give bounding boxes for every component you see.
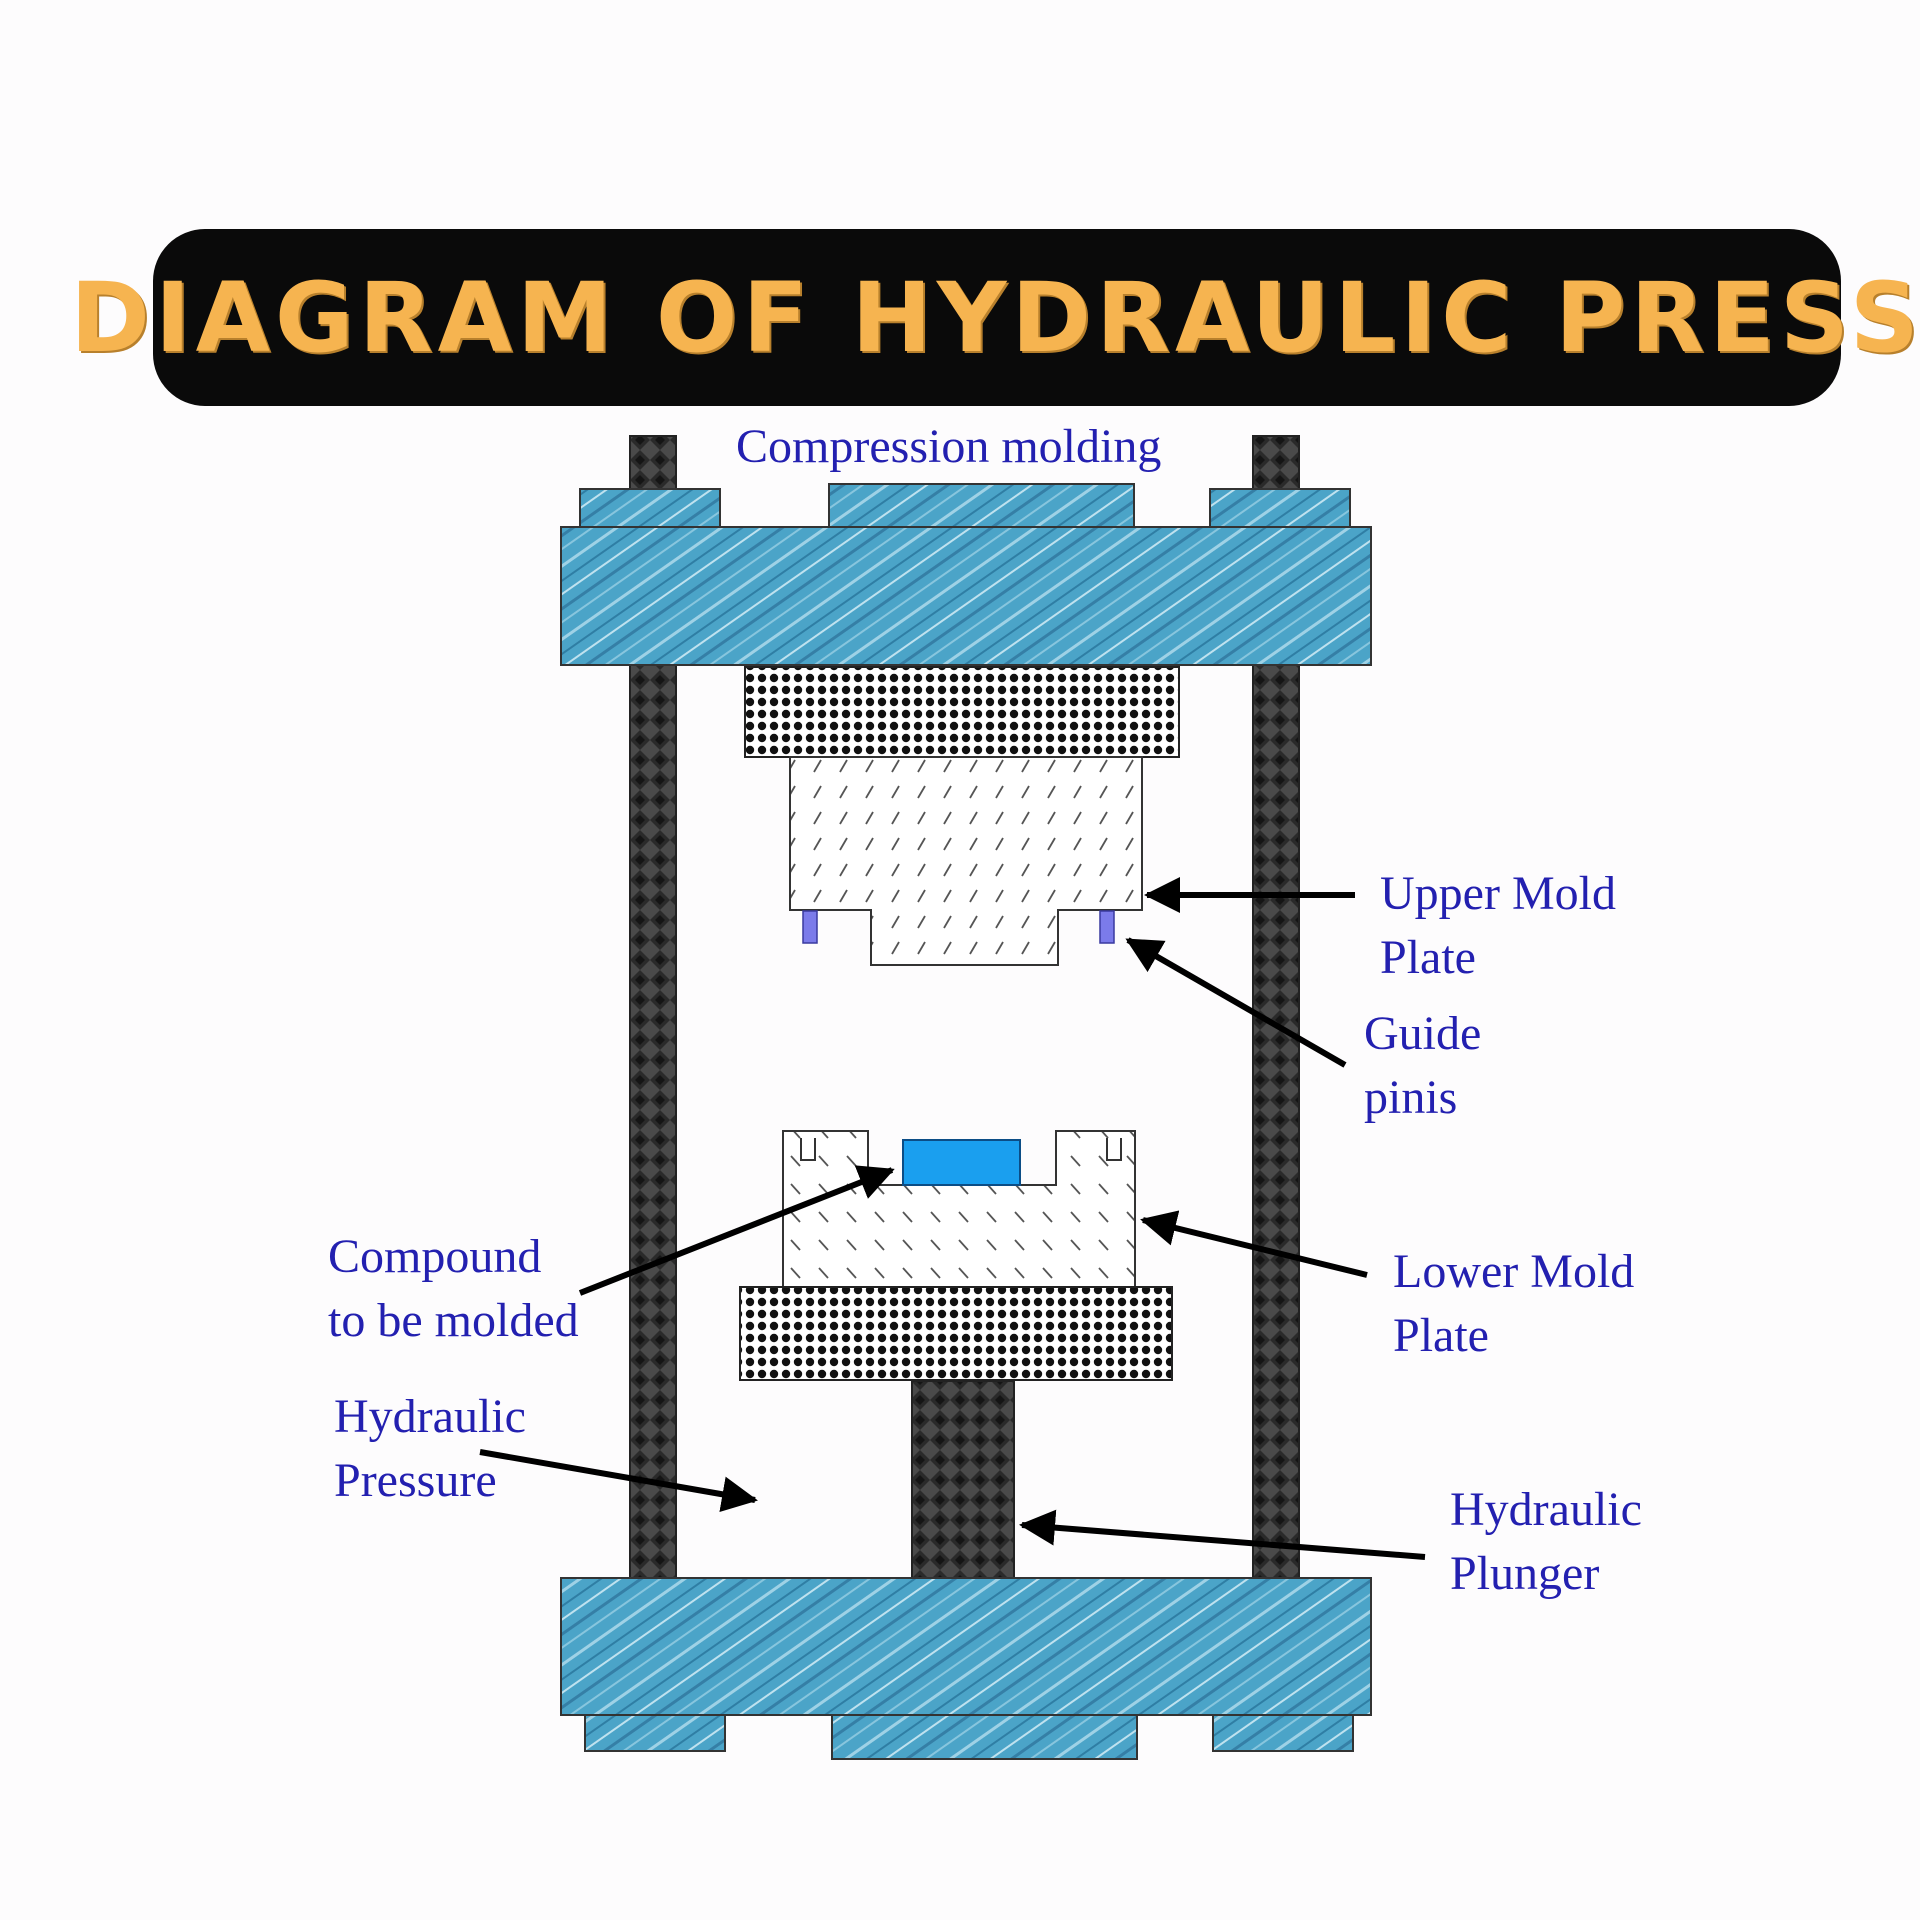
hydraulic-plunger <box>911 1380 1015 1582</box>
title-banner: DIAGRAM OF HYDRAULIC PRESS <box>70 229 1919 406</box>
bottom-foot-right <box>1212 1714 1354 1752</box>
label-line: to be molded <box>328 1294 579 1347</box>
guide-pin-left <box>802 910 818 944</box>
guide-hole-left <box>800 1138 816 1161</box>
arrow-hydraulic-pressure <box>479 1449 758 1513</box>
arrow-guide-pins <box>1125 937 1347 1068</box>
label-line: pinis <box>1364 1071 1458 1124</box>
label-line: Plate <box>1393 1309 1489 1362</box>
label-line: Plate <box>1380 931 1476 984</box>
label-line: Guide <box>1364 1007 1482 1060</box>
label-line: Upper Mold <box>1380 867 1616 920</box>
label-line: Compound <box>328 1230 542 1283</box>
label-line: Plunger <box>1450 1547 1600 1600</box>
label-line: Lower Mold <box>1393 1245 1635 1298</box>
bottom-foot-left <box>584 1714 726 1752</box>
upper-mold-plate <box>789 756 1143 966</box>
label-line: Hydraulic <box>1450 1483 1642 1536</box>
guide-pin-right <box>1099 910 1115 944</box>
label-compound: Compound to be molded <box>328 1225 579 1353</box>
label-upper-mold-plate: Upper Mold Plate <box>1380 862 1616 990</box>
caption-compression-molding: Compression molding <box>736 420 1162 473</box>
arrow-compound <box>578 1165 895 1296</box>
arrow-lower-mold-plate <box>1140 1210 1368 1278</box>
bottom-platen <box>560 1577 1372 1716</box>
lower-backing-plate <box>739 1286 1173 1381</box>
label-lower-mold-plate: Lower Mold Plate <box>1393 1240 1634 1368</box>
guide-hole-right <box>1106 1138 1122 1161</box>
compound-to-be-molded <box>902 1139 1021 1186</box>
top-nut-right <box>1209 488 1351 528</box>
label-hydraulic-plunger: Hydraulic Plunger <box>1450 1478 1642 1606</box>
label-line: Hydraulic <box>334 1390 526 1443</box>
label-guide-pins: Guide pinis <box>1364 1002 1481 1130</box>
label-hydraulic-pressure: Hydraulic Pressure <box>334 1385 526 1513</box>
arrow-hydraulic-plunger <box>1019 1509 1426 1560</box>
banner-title: DIAGRAM OF HYDRAULIC PRESS <box>70 261 1920 374</box>
top-platen <box>560 526 1372 666</box>
top-nut-left <box>579 488 721 528</box>
upper-backing-plate <box>744 666 1180 758</box>
bottom-foot-center <box>831 1714 1138 1760</box>
top-center-block <box>828 483 1135 528</box>
label-line: Pressure <box>334 1454 497 1507</box>
